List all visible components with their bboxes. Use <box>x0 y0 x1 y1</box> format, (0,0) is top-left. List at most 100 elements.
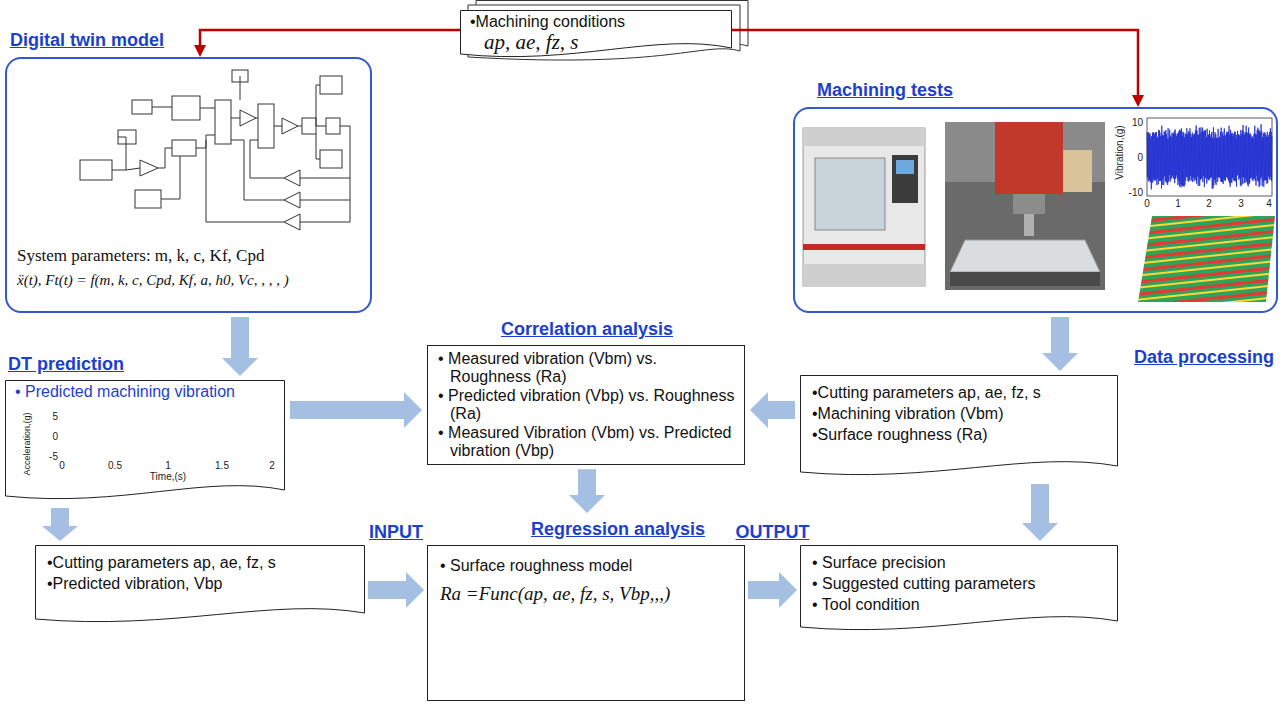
simulink-diagram-part <box>284 214 300 230</box>
simulink-diagram-part <box>240 76 241 100</box>
condition-line <box>194 30 460 57</box>
arrow-head <box>194 45 206 57</box>
vibration-plot <box>1147 118 1272 196</box>
edge-label: OUTPUT <box>736 522 810 544</box>
simulink-diagram-part <box>172 96 200 120</box>
document-box: • Surface precision• Suggested cutting p… <box>800 545 1118 635</box>
flow-arrow-shape <box>750 392 795 428</box>
machine-tool-part <box>892 155 918 203</box>
box-text: •Machining vibration (Vbm) <box>812 404 1106 425</box>
flow-arrow <box>569 469 605 513</box>
axis-tick: 2 <box>269 460 275 471</box>
simulink-diagram-part <box>158 148 172 168</box>
box-text: System parameters: m, k, c, Kf, Cpd <box>17 245 360 267</box>
box-text: • Measured vibration (Vbm) vs. Roughness… <box>438 350 736 387</box>
condition-line <box>732 30 1144 107</box>
section-heading: DT prediction <box>8 354 124 376</box>
box-text: •Predicted vibration, Vbp <box>47 574 353 595</box>
simulink-diagram-part <box>135 190 161 208</box>
axis-tick: 4 <box>1266 198 1272 209</box>
simulink-diagram-part <box>300 126 350 222</box>
condition-line-path <box>200 30 460 47</box>
axis-tick: 1.5 <box>215 460 229 471</box>
analysis-box: Correlation analysis• Measured vibration… <box>427 345 745 465</box>
document-outline-path <box>36 546 365 622</box>
simulink-diagram-part <box>206 140 284 222</box>
box-text: • Predicted vibration (Vbp) vs. Roughnes… <box>438 387 736 424</box>
flow-arrow <box>750 392 795 428</box>
axis-tick: -5 <box>49 451 58 462</box>
machine-tool-part <box>803 244 925 250</box>
document-box: Data processing•Cutting parameters ap, a… <box>800 375 1118 480</box>
simulink-diagram-part <box>172 140 196 156</box>
flow-arrow-shape <box>222 317 258 376</box>
section-heading: Correlation analysis <box>501 319 673 341</box>
machine-tool-part <box>803 128 925 286</box>
formula-text: ap, ae, fz, s <box>470 31 722 54</box>
test-panel: Machining tests <box>793 107 1278 313</box>
axis-tick: 1 <box>165 460 171 471</box>
document-outline-path <box>801 376 1118 475</box>
axis-tick: 0 <box>1137 152 1143 163</box>
simulink-diagram-part <box>231 140 284 200</box>
simulink-diagram-part <box>200 108 215 109</box>
simulink-diagram-part <box>298 126 302 127</box>
simulink-diagram-part <box>161 156 180 199</box>
flow-arrow-shape <box>368 572 424 608</box>
simulink-diagram-part <box>316 126 326 127</box>
simulink-diagram-part <box>326 118 340 134</box>
box-text: • Predicted machining vibration <box>15 382 275 403</box>
milling-photo-part <box>1024 214 1034 236</box>
simulink-diagram-part <box>300 200 350 201</box>
simulink-diagram-part <box>215 100 231 144</box>
simulink-diagram-part <box>231 118 240 119</box>
simulink-diagram-part <box>320 150 342 168</box>
flow-arrow <box>368 572 424 608</box>
flow-arrow-shape <box>42 508 78 541</box>
vibration-plot-part <box>1147 124 1272 189</box>
box-text: •Cutting parameters ap, ae, fz, s <box>47 553 353 574</box>
box-text: • Surface precision <box>812 553 1106 574</box>
section-heading: Regression analysis <box>531 519 705 541</box>
surface-map-part <box>1138 216 1275 302</box>
document-outline-path <box>461 11 732 57</box>
document-outline-path <box>6 381 285 499</box>
axis-tick: 3 <box>1238 198 1244 209</box>
document-outline-path <box>801 546 1118 630</box>
simulink-diagram-part <box>300 178 350 179</box>
model-box: Regression analysis• Surface roughness m… <box>427 545 745 701</box>
milling-photo-part <box>950 240 1100 272</box>
model-panel: Digital twin modelSystem parameters: m, … <box>5 57 372 313</box>
simulink-diagram-part <box>320 76 342 94</box>
box-text: •Cutting parameters ap, ae, fz, s <box>812 383 1106 404</box>
simulink-diagram <box>80 70 350 230</box>
formula-text: ẍ(t), Ft(t) = f(m, k, c, Cpd, Kf, a, h0,… <box>17 271 360 290</box>
simulink-diagram-part <box>152 107 172 108</box>
flow-arrow-shape <box>290 392 422 428</box>
milling-photo-part <box>1013 194 1045 214</box>
simulink-diagram-part <box>240 110 256 126</box>
simulink-diagram-part <box>250 140 284 178</box>
surface-map <box>1138 216 1275 302</box>
flow-arrow <box>1022 484 1058 541</box>
axis-tick: -10 <box>1129 187 1143 198</box>
simulink-diagram-part <box>282 118 298 134</box>
simulink-diagram-part <box>132 100 152 114</box>
box-text: • Suggested cutting parameters <box>812 574 1106 595</box>
flow-arrow <box>42 508 78 541</box>
formula-text: Ra =Func(ap, ae, fz, s, Vbp,,,) <box>440 583 732 605</box>
axis-tick: 0 <box>1144 198 1150 209</box>
milling-photo <box>945 122 1105 290</box>
box-text: • Measured Vibration (Vbm) vs. Predicted… <box>438 424 736 461</box>
axis-title: Vibration,(g) <box>1113 125 1124 179</box>
flow-arrow-shape <box>748 572 797 608</box>
simulink-diagram-part <box>126 168 140 170</box>
edge-label: INPUT <box>369 522 423 544</box>
milling-photo-part <box>1060 150 1092 192</box>
simulink-diagram-part <box>316 85 320 126</box>
section-heading: Machining tests <box>817 80 953 102</box>
axis-tick: 0 <box>59 460 65 471</box>
simulink-diagram-part <box>302 118 316 134</box>
axis-tick: 2 <box>1206 198 1212 209</box>
